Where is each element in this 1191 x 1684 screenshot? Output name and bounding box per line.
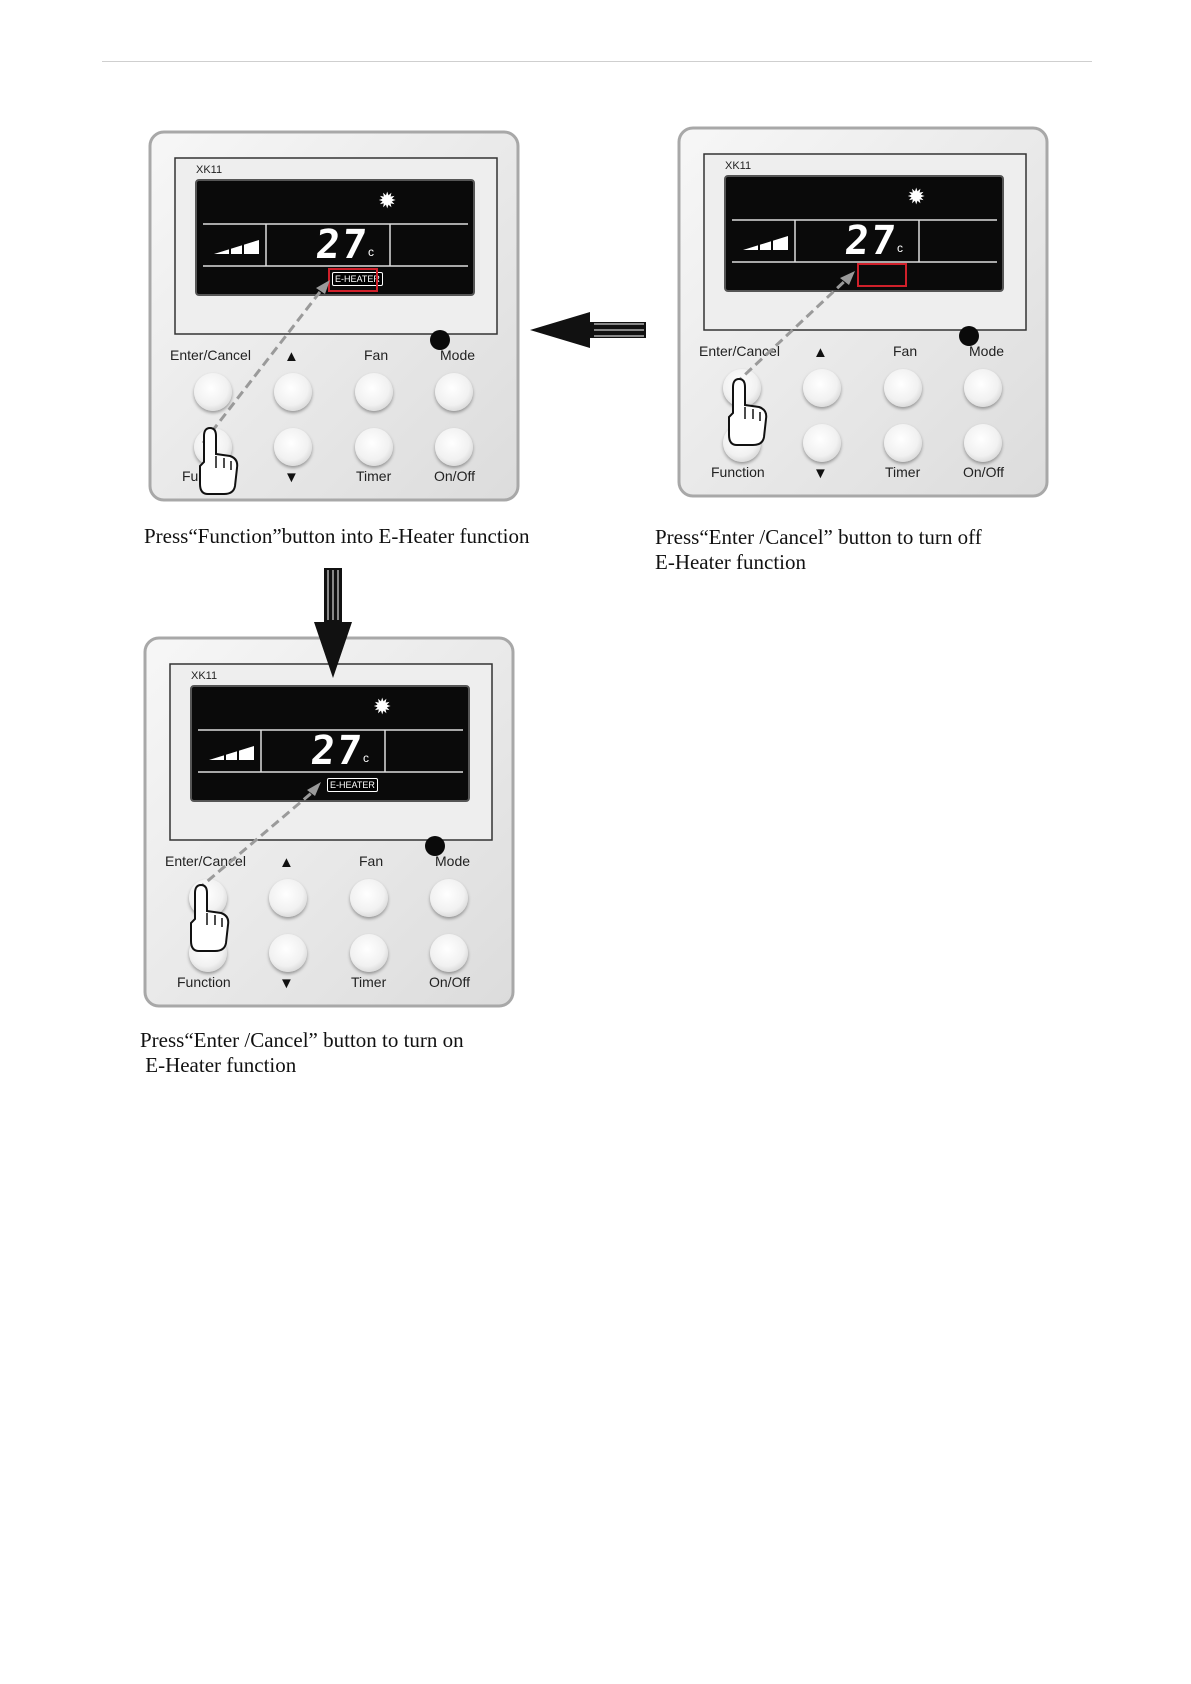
down-arrow-icon: ▼ — [279, 975, 294, 992]
indicator-dot — [959, 326, 979, 346]
label-mode: Mode — [440, 347, 476, 363]
model-label: XK11 — [725, 160, 752, 172]
mode-button[interactable] — [430, 879, 468, 917]
temperature-unit: c — [368, 245, 374, 259]
e-heater-badge: E-HEATER — [332, 272, 383, 286]
temperature-value: 27 — [842, 218, 900, 264]
remote-panel-enter-cancel-on: XK11 ✹ 27 c E-HEATER Enter/Cancel ▲ Fan … — [143, 636, 517, 1010]
timer-button[interactable] — [355, 428, 393, 466]
on-off-button[interactable] — [964, 424, 1002, 462]
label-function: Function — [182, 468, 236, 484]
temperature-value: 27 — [308, 728, 366, 774]
label-fan: Fan — [359, 853, 384, 869]
caption-turn-on: Press“Enter /Cancel” button to turn on E… — [140, 1028, 464, 1077]
label-timer: Timer — [356, 468, 392, 484]
fan-button[interactable] — [350, 879, 388, 917]
label-mode: Mode — [969, 343, 1005, 359]
label-on-off: On/Off — [434, 468, 475, 484]
fan-speed-bars — [743, 236, 788, 250]
label-enter-cancel: Enter/Cancel — [165, 853, 246, 869]
remote-panel-enter-cancel-off: XK11 ✹ 27 c Enter/Cancel ▲ Fan Mode Func… — [677, 126, 1051, 500]
label-timer: Timer — [885, 464, 921, 480]
arrow-left-icon — [530, 312, 646, 348]
model-label: XK11 — [191, 670, 218, 682]
caption-function: Press“Function”button into E-Heater func… — [144, 524, 530, 548]
temperature-value: 27 — [313, 222, 371, 268]
mode-button[interactable] — [435, 373, 473, 411]
label-enter-cancel: Enter/Cancel — [170, 347, 251, 363]
fan-button[interactable] — [355, 373, 393, 411]
up-arrow-icon: ▲ — [284, 348, 299, 365]
temperature-unit: c — [363, 751, 369, 765]
up-button[interactable] — [269, 879, 307, 917]
up-button[interactable] — [803, 369, 841, 407]
up-arrow-icon: ▲ — [813, 344, 828, 361]
model-label: XK11 — [196, 164, 223, 176]
highlight-box — [857, 263, 907, 287]
e-heater-badge: E-HEATER — [327, 778, 378, 792]
remote-body — [143, 636, 515, 1008]
remote-panel-function-on: XK11 ✹ 27 c E-HEATER Enter/Cancel ▲ Fan … — [148, 130, 522, 504]
label-timer: Timer — [351, 974, 387, 990]
label-fan: Fan — [893, 343, 918, 359]
function-button[interactable] — [723, 424, 761, 462]
down-arrow-icon: ▼ — [284, 469, 299, 486]
heat-sun-icon: ✹ — [907, 184, 926, 209]
mode-button[interactable] — [964, 369, 1002, 407]
down-arrow-icon: ▼ — [813, 465, 828, 482]
label-enter-cancel: Enter/Cancel — [699, 343, 780, 359]
label-function: Function — [177, 974, 231, 990]
remote-body — [677, 126, 1049, 498]
indicator-dot — [425, 836, 445, 856]
label-on-off: On/Off — [963, 464, 1004, 480]
heat-sun-icon: ✹ — [373, 694, 392, 719]
on-off-button[interactable] — [430, 934, 468, 972]
fan-speed-bars — [209, 746, 254, 760]
temperature-unit: c — [897, 241, 903, 255]
enter-cancel-button[interactable] — [189, 879, 227, 917]
function-button[interactable] — [194, 428, 232, 466]
up-button[interactable] — [274, 373, 312, 411]
enter-cancel-button[interactable] — [194, 373, 232, 411]
highlight-box — [328, 268, 378, 292]
indicator-dot — [430, 330, 450, 350]
function-button[interactable] — [189, 934, 227, 972]
up-arrow-icon: ▲ — [279, 854, 294, 871]
timer-button[interactable] — [350, 934, 388, 972]
down-button[interactable] — [269, 934, 307, 972]
header-rule — [102, 61, 1092, 62]
label-on-off: On/Off — [429, 974, 470, 990]
timer-button[interactable] — [884, 424, 922, 462]
enter-cancel-button[interactable] — [723, 369, 761, 407]
heat-sun-icon: ✹ — [378, 188, 397, 213]
fan-button[interactable] — [884, 369, 922, 407]
fan-speed-bars — [214, 240, 259, 254]
label-fan: Fan — [364, 347, 389, 363]
caption-turn-off: Press“Enter /Cancel” button to turn off … — [655, 525, 982, 574]
label-function: Function — [711, 464, 765, 480]
down-button[interactable] — [274, 428, 312, 466]
on-off-button[interactable] — [435, 428, 473, 466]
down-button[interactable] — [803, 424, 841, 462]
label-mode: Mode — [435, 853, 471, 869]
